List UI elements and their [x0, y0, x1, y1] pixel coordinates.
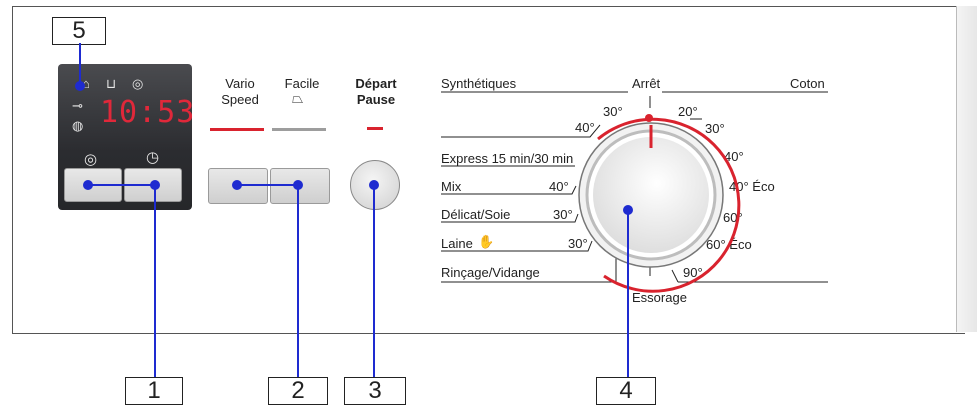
callout-options: 1	[125, 377, 183, 405]
program-delicate: Délicat/Soie	[441, 207, 511, 222]
cotton-temp-30: 30°	[705, 121, 725, 136]
wool-hand-icon: ✋	[478, 234, 495, 249]
spin-label: Essorage	[632, 290, 687, 305]
synth-temp-40: 40°	[575, 120, 595, 135]
cotton-temp-40-eco: 40° Éco	[729, 179, 775, 194]
time-readout: 10:53	[100, 95, 196, 130]
callout-vario: 2	[268, 377, 328, 405]
cotton-temp-40: 40°	[724, 149, 744, 164]
cotton-title: Coton	[790, 76, 825, 91]
synth-temp-30: 30°	[603, 104, 623, 119]
start-label-2: Pause	[356, 92, 396, 107]
program-express: Express 15 min/30 min	[441, 151, 574, 166]
spiral-icon: ◎	[84, 151, 98, 168]
program-delicate-temp: 30°	[553, 207, 573, 222]
program-mix: Mix	[441, 179, 462, 194]
program-wool: Laine	[441, 236, 473, 251]
program-wool-temp: 30°	[568, 236, 588, 251]
cotton-temp-20: 20°	[678, 104, 698, 119]
wash-tub-icon: ⊔	[106, 76, 117, 91]
vario-label-1: Vario	[225, 76, 255, 91]
start-indicator	[367, 127, 383, 130]
synthetics-title: Synthétiques	[441, 76, 517, 91]
vario-label-2: Speed	[221, 92, 259, 107]
prewash-icon: ⌂	[82, 76, 90, 91]
iron-icon: ⏢	[292, 90, 304, 106]
drum-icon: ◍	[72, 118, 84, 133]
key-icon: ⊸	[72, 98, 83, 113]
callout-dial: 4	[596, 377, 656, 405]
callout-start: 3	[344, 377, 406, 405]
facile-label: Facile	[284, 76, 320, 91]
program-mix-temp: 40°	[549, 179, 569, 194]
facile-indicator	[272, 128, 326, 131]
clock-icon: ◷	[146, 149, 160, 166]
spin-icon: ◎	[132, 76, 144, 91]
start-label-1: Départ	[355, 76, 397, 91]
cotton-temp-90: 90°	[683, 265, 703, 280]
program-rinse: Rinçage/Vidange	[441, 265, 540, 280]
off-label: Arrêt	[632, 76, 661, 91]
vario-indicator	[210, 128, 264, 131]
panel-edge	[956, 6, 977, 332]
